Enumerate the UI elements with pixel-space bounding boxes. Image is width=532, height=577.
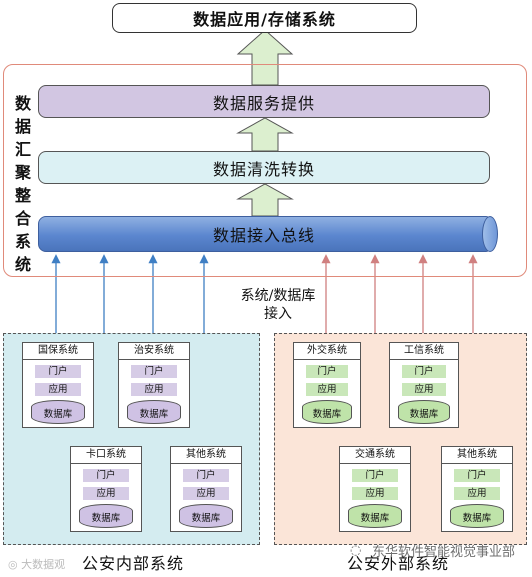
system-title: 国保系统 <box>23 343 93 360</box>
app-label: 应用 <box>35 383 81 396</box>
app-label: 应用 <box>131 383 177 396</box>
database-cylinder: 数据库 <box>302 400 352 424</box>
wechat-icon: ◌ <box>350 543 362 558</box>
app-label: 应用 <box>402 383 446 396</box>
portal-label: 门户 <box>183 469 229 482</box>
database-cylinder: 数据库 <box>31 400 85 424</box>
database-cylinder: 数据库 <box>398 400 450 424</box>
agg-char: 数 <box>14 94 31 113</box>
portal-label: 门户 <box>352 469 398 482</box>
database-label: 数据库 <box>409 409 439 420</box>
database-label: 数据库 <box>312 409 342 420</box>
portal-label: 门户 <box>83 469 129 482</box>
agg-char: 汇 <box>14 140 31 159</box>
internal-system-card: 卡口系统 门户 应用 数据库 <box>70 446 142 532</box>
system-title: 外交系统 <box>294 343 360 360</box>
system-title: 工信系统 <box>390 343 458 360</box>
portal-label: 门户 <box>306 365 348 378</box>
access-label-line-2: 接入 <box>264 306 292 322</box>
data-access-bus: 数据接入总线 <box>38 216 490 252</box>
external-system-card: 其他系统 门户 应用 数据库 <box>441 446 513 532</box>
external-system-card: 工信系统 门户 应用 数据库 <box>389 342 459 428</box>
app-label: 应用 <box>352 487 398 500</box>
agg-char: 系 <box>14 232 31 251</box>
system-title: 其他系统 <box>442 447 512 464</box>
database-cylinder: 数据库 <box>348 504 402 528</box>
data-application-storage-system: 数据应用/存储系统 <box>112 3 417 33</box>
internal-system-card: 国保系统 门户 应用 数据库 <box>22 342 94 428</box>
system-title: 治安系统 <box>119 343 189 360</box>
internal-system-card: 治安系统 门户 应用 数据库 <box>118 342 190 428</box>
portal-label: 门户 <box>402 365 446 378</box>
internal-systems-caption: 公安内部系统 <box>78 550 189 574</box>
system-title: 卡口系统 <box>71 447 141 464</box>
external-systems-caption: 公安外部系统 <box>343 550 454 574</box>
portal-label: 门户 <box>131 365 177 378</box>
data-service-layer: 数据服务提供 <box>38 85 490 118</box>
app-label: 应用 <box>454 487 500 500</box>
app-label: 应用 <box>83 487 129 500</box>
database-label: 数据库 <box>462 513 492 524</box>
agg-char: 整 <box>14 186 31 205</box>
internal-system-card: 其他系统 门户 应用 数据库 <box>170 446 242 532</box>
external-system-card: 外交系统 门户 应用 数据库 <box>293 342 361 428</box>
database-label: 数据库 <box>191 513 221 524</box>
agg-char: 聚 <box>14 163 31 182</box>
agg-char: 合 <box>14 209 31 228</box>
internal-systems-region: 国保系统 门户 应用 数据库 治安系统 门户 应用 数据库 卡口系统 门户 应用… <box>3 333 260 545</box>
watermark-left: ◎ 大数据观 <box>8 558 66 571</box>
external-system-card: 交通系统 门户 应用 数据库 <box>339 446 411 532</box>
database-label: 数据库 <box>91 513 121 524</box>
system-title: 其他系统 <box>171 447 241 464</box>
database-label: 数据库 <box>139 409 169 420</box>
data-aggregation-frame <box>3 64 527 277</box>
bus-cylinder-cap <box>482 216 498 252</box>
external-systems-region: 外交系统 门户 应用 数据库 工信系统 门户 应用 数据库 交通系统 门户 应用… <box>274 333 527 545</box>
portal-label: 门户 <box>35 365 81 378</box>
app-label: 应用 <box>183 487 229 500</box>
data-aggregation-label: 数 据 汇 聚 整 合 系 统 <box>13 92 33 276</box>
database-cylinder: 数据库 <box>79 504 133 528</box>
data-cleaning-layer: 数据清洗转换 <box>38 151 490 184</box>
agg-char: 统 <box>14 255 31 274</box>
agg-char: 据 <box>14 117 31 136</box>
portal-label: 门户 <box>454 469 500 482</box>
database-cylinder: 数据库 <box>127 400 181 424</box>
access-label-line-1: 系统/数据库 <box>240 288 316 304</box>
access-label: 系统/数据库 接入 <box>214 287 342 323</box>
database-label: 数据库 <box>43 409 73 420</box>
app-label: 应用 <box>306 383 348 396</box>
database-label: 数据库 <box>360 513 390 524</box>
system-title: 交通系统 <box>340 447 410 464</box>
database-cylinder: 数据库 <box>179 504 233 528</box>
database-cylinder: 数据库 <box>450 504 504 528</box>
watermark-right: 东华软件智能视觉事业部 <box>372 545 516 560</box>
